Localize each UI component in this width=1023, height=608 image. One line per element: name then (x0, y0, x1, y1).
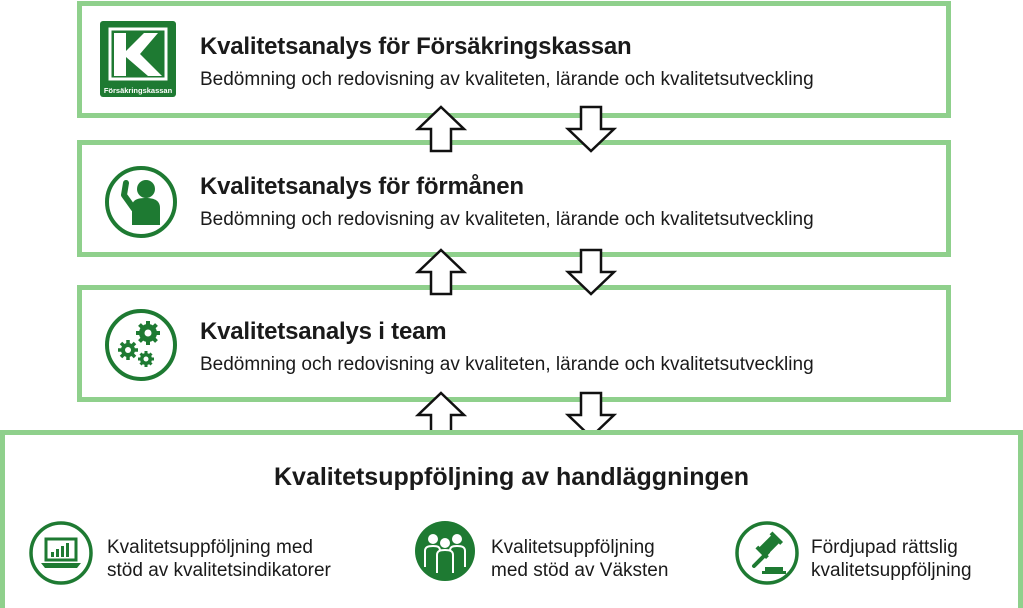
group-people-icon (413, 519, 477, 588)
level-title: Kvalitetsanalys i team (200, 318, 447, 345)
level-title: Kvalitetsanalys för Försäkringskassan (200, 33, 632, 60)
arrow-down-icon (565, 105, 617, 153)
item-line: Fördjupad rättslig (811, 537, 958, 558)
bottom-title: Kvalitetsuppföljning av handläggningen (273, 463, 749, 491)
arrow-up-icon (415, 105, 467, 153)
bottom-box: Kvalitetsuppföljning av handläggningen K… (0, 430, 1023, 608)
arrow-down-icon (565, 391, 617, 439)
gavel-icon (735, 521, 799, 590)
item-line: Kvalitetsuppföljning (491, 537, 655, 558)
level-title: Kvalitetsanalys för förmånen (200, 173, 524, 200)
level-subtitle: Bedömning och redovisning av kvaliteten,… (200, 69, 814, 90)
item-line: Kvalitetsuppföljning med (107, 537, 313, 558)
svg-text:Försäkringskassan: Försäkringskassan (104, 86, 173, 95)
item-text: Kvalitetsuppföljning med stöd av kvalite… (107, 536, 331, 582)
level-subtitle: Bedömning och redovisning av kvaliteten,… (200, 209, 814, 230)
item-text: Fördjupad rättslig kvalitetsuppföljning (811, 536, 972, 582)
item-line: kvalitetsuppföljning (811, 560, 972, 581)
arrow-up-icon (415, 248, 467, 296)
forsakringskassan-logo-icon: Försäkringskassan (100, 21, 176, 102)
item-line: stöd av kvalitetsindikatorer (107, 560, 331, 581)
laptop-chart-icon (29, 521, 93, 590)
level-box-team: Kvalitetsanalys i team Bedömning och red… (77, 285, 951, 402)
item-text: Kvalitetsuppföljning med stöd av Väksten (491, 536, 668, 582)
level-box-forsakringskassan: Försäkringskassan Kvalitetsanalys för Fö… (77, 1, 951, 118)
person-raising-hand-icon (104, 165, 178, 244)
level-subtitle: Bedömning och redovisning av kvaliteten,… (200, 354, 814, 375)
arrow-down-icon (565, 248, 617, 296)
gears-icon (104, 308, 178, 387)
level-box-formanen: Kvalitetsanalys för förmånen Bedömning o… (77, 140, 951, 257)
item-line: med stöd av Väksten (491, 560, 669, 581)
